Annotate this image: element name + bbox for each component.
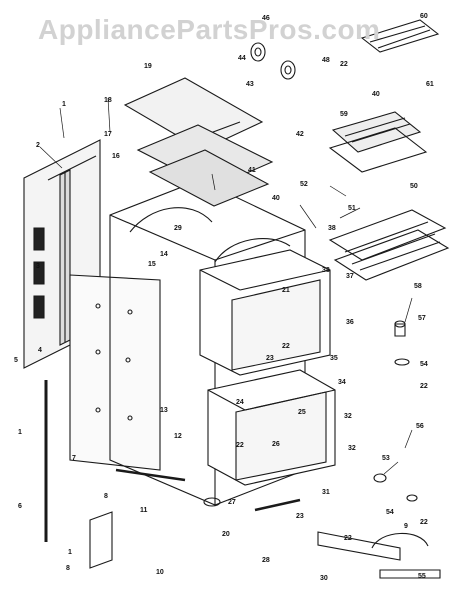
callout-40b: 40 bbox=[272, 195, 280, 202]
callout-42: 42 bbox=[296, 131, 304, 138]
callout-1b: 1 bbox=[18, 429, 22, 436]
callout-6: 6 bbox=[18, 503, 22, 510]
callout-32a: 32 bbox=[344, 413, 352, 420]
callout-22e: 22 bbox=[344, 535, 352, 542]
callout-56: 56 bbox=[416, 423, 424, 430]
callout-35: 35 bbox=[330, 355, 338, 362]
callout-60: 60 bbox=[420, 13, 428, 20]
small-fittings bbox=[204, 321, 417, 506]
callout-38b: 38 bbox=[328, 225, 336, 232]
callout-4: 4 bbox=[38, 347, 42, 354]
side-panel bbox=[70, 275, 160, 470]
callout-51: 51 bbox=[348, 205, 356, 212]
callout-22b: 22 bbox=[340, 61, 348, 68]
broiler-pan bbox=[330, 112, 426, 172]
callout-30: 30 bbox=[320, 575, 328, 582]
callout-36: 36 bbox=[346, 319, 354, 326]
callout-15: 15 bbox=[148, 261, 156, 268]
callout-57: 57 bbox=[418, 315, 426, 322]
lower-oven-liner bbox=[208, 370, 335, 485]
callout-58: 58 bbox=[414, 283, 422, 290]
callout-20: 20 bbox=[222, 531, 230, 538]
callout-61: 61 bbox=[426, 81, 434, 88]
callout-23b: 23 bbox=[296, 513, 304, 520]
callout-55: 55 bbox=[418, 573, 426, 580]
callout-31: 31 bbox=[322, 489, 330, 496]
callout-22c: 22 bbox=[236, 442, 244, 449]
callout-8a: 8 bbox=[104, 493, 108, 500]
callout-18: 18 bbox=[104, 97, 112, 104]
callout-21: 21 bbox=[282, 287, 290, 294]
bottom-bracket bbox=[318, 532, 440, 578]
callout-29: 29 bbox=[174, 225, 182, 232]
callout-48: 48 bbox=[322, 57, 330, 64]
callout-52: 52 bbox=[300, 181, 308, 188]
callout-22a: 22 bbox=[282, 343, 290, 350]
callout-40a: 40 bbox=[372, 91, 380, 98]
leader-lines bbox=[40, 98, 412, 474]
callout-11: 11 bbox=[140, 507, 148, 514]
callout-26: 26 bbox=[272, 441, 280, 448]
callout-17: 17 bbox=[104, 131, 112, 138]
vertical-channel bbox=[60, 170, 70, 345]
callout-59: 59 bbox=[340, 111, 348, 118]
insulation-layers bbox=[138, 125, 272, 206]
callout-28: 28 bbox=[262, 557, 270, 564]
heating-element bbox=[362, 20, 438, 52]
callout-3: 3 bbox=[36, 263, 40, 270]
callout-9: 9 bbox=[404, 523, 408, 530]
hinge-bracket bbox=[90, 512, 112, 568]
callout-37: 37 bbox=[346, 273, 354, 280]
callout-7: 7 bbox=[72, 455, 76, 462]
callout-50: 50 bbox=[410, 183, 418, 190]
callout-labels: 1 2 3 4 5 1 6 7 8 1 8 10 11 12 13 14 15 … bbox=[14, 13, 434, 582]
callout-46: 46 bbox=[262, 15, 270, 22]
callout-12: 12 bbox=[174, 433, 182, 440]
callout-1a: 1 bbox=[62, 101, 66, 108]
callout-19: 19 bbox=[144, 63, 152, 70]
callout-10: 10 bbox=[156, 569, 164, 576]
callout-24: 24 bbox=[236, 399, 244, 406]
callout-43: 43 bbox=[246, 81, 254, 88]
callout-54a: 54 bbox=[420, 361, 428, 368]
callout-22d: 22 bbox=[420, 383, 428, 390]
trim-strips bbox=[116, 470, 300, 510]
watermark: AppliancePartsPros.com bbox=[38, 14, 381, 45]
callout-16: 16 bbox=[112, 153, 120, 160]
callout-34: 34 bbox=[338, 379, 346, 386]
oven-rack bbox=[330, 210, 448, 280]
callout-27: 27 bbox=[228, 499, 236, 506]
callout-44: 44 bbox=[238, 55, 246, 62]
callout-13: 13 bbox=[160, 407, 168, 414]
callout-5: 5 bbox=[14, 357, 18, 364]
upper-oven-liner bbox=[200, 250, 330, 375]
callout-38a: 38 bbox=[322, 267, 330, 274]
callout-22f: 22 bbox=[420, 519, 428, 526]
callout-2: 2 bbox=[36, 142, 40, 149]
callout-1c: 1 bbox=[68, 549, 72, 556]
callout-54b: 54 bbox=[386, 509, 394, 516]
callout-8b: 8 bbox=[66, 565, 70, 572]
knob-rings bbox=[251, 43, 295, 79]
callout-32b: 32 bbox=[348, 445, 356, 452]
callout-41: 41 bbox=[248, 167, 256, 174]
callout-23a: 23 bbox=[266, 355, 274, 362]
callout-25: 25 bbox=[298, 409, 306, 416]
callout-53: 53 bbox=[382, 455, 390, 462]
callout-14: 14 bbox=[160, 251, 168, 258]
